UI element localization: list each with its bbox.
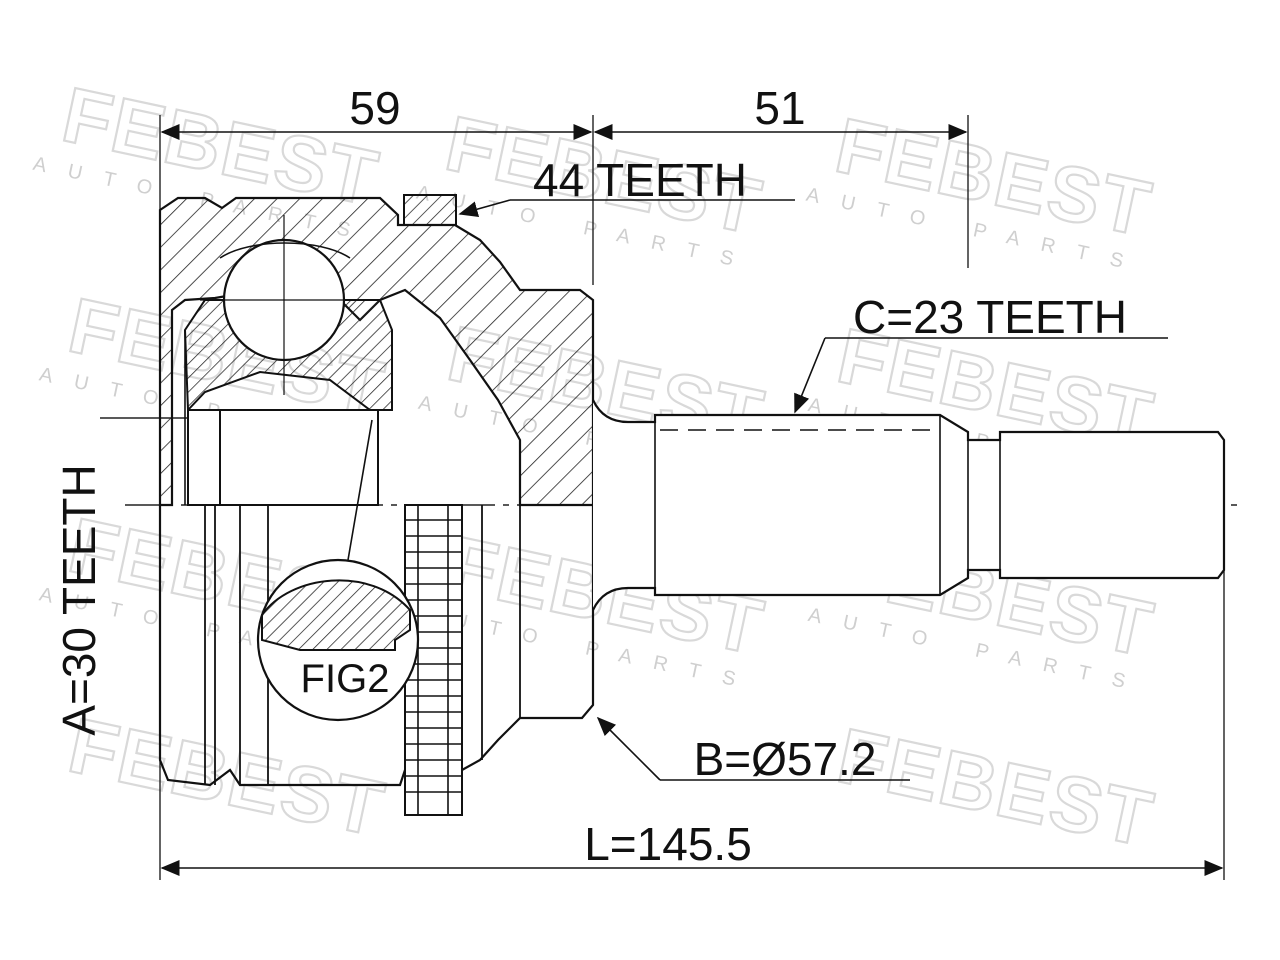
watermark-brand: FEBEST [831, 711, 1162, 864]
dim-label-total-length: L=145.5 [584, 818, 752, 870]
shaft-spline-lines [654, 415, 1001, 595]
inner-race-bore [187, 409, 379, 506]
callout-seal-diameter: B=Ø57.2 [694, 733, 877, 785]
watermark-brand: FEBEST [62, 701, 393, 854]
callout-abs-teeth: 44 TEETH [533, 154, 747, 206]
dim-label-housing-length: 59 [349, 82, 400, 134]
dim-label-shaft-length: 51 [754, 82, 805, 134]
dimension-lines [160, 124, 1224, 876]
leader-lines [458, 199, 1168, 781]
abs-tooth-marker [403, 194, 457, 226]
fig2-detail [256, 419, 420, 722]
callout-outer-spline: C=23 TEETH [853, 291, 1127, 343]
detail-label-fig2: FIG2 [301, 657, 390, 701]
output-shaft [592, 399, 1226, 611]
callout-inner-spline: A=30 TEETH [53, 464, 105, 735]
